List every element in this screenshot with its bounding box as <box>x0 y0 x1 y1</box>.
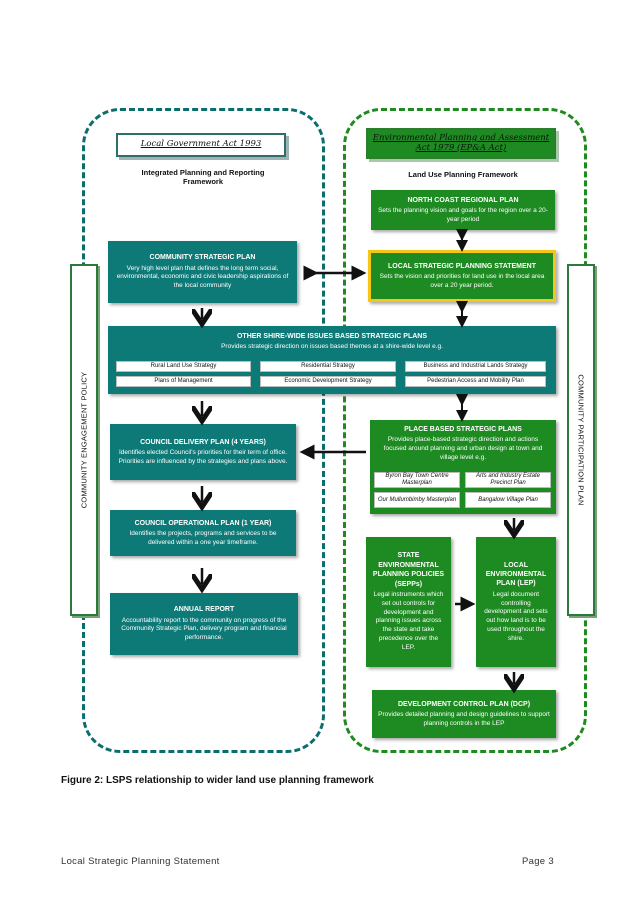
place-title: PLACE BASED STRATEGIC PLANS <box>404 426 522 433</box>
sepp-body: Legal instruments which set out controls… <box>373 591 444 651</box>
lsps-body: Sets the vision and priorities for land … <box>379 272 545 289</box>
shire-plan-item: Economic Development Strategy <box>260 376 396 387</box>
place-plan-item: Our Mullumbimby Masterplan <box>374 492 460 508</box>
shire-plan-item: Residential Strategy <box>260 361 396 372</box>
community-engagement-panel: COMMUNITY ENGAGEMENT POLICY <box>70 264 98 616</box>
epa-act-text: Environmental Planning and Assessment Ac… <box>372 132 550 153</box>
council-operational-plan-box: COUNCIL OPERATIONAL PLAN (1 YEAR) Identi… <box>110 510 296 556</box>
dcp-box: DEVELOPMENT CONTROL PLAN (DCP) Provides … <box>372 690 556 738</box>
community-participation-panel: COMMUNITY PARTICIPATION PLAN <box>567 264 595 616</box>
dcp-title: DEVELOPMENT CONTROL PLAN (DCP) <box>397 700 531 708</box>
figure-caption: Figure 2: LSPS relationship to wider lan… <box>61 775 374 786</box>
shire-plan-item: Plans of Management <box>116 376 251 387</box>
land-use-planning-label: Land Use Planning Framework <box>408 170 518 179</box>
dcp-body: Provides detailed planning and design gu… <box>378 710 550 727</box>
place-plan-item: Byron Bay Town Centre Masterplan <box>374 472 460 488</box>
operational-title: COUNCIL OPERATIONAL PLAN (1 YEAR) <box>134 519 272 527</box>
csp-title: COMMUNITY STRATEGIC PLAN <box>149 254 256 262</box>
annual-body: Accountability report to the community o… <box>121 616 287 642</box>
place-body: Provides place-based strategic direction… <box>383 436 543 461</box>
council-delivery-plan-box: COUNCIL DELIVERY PLAN (4 YEARS) Identifi… <box>110 424 296 480</box>
annual-report-box: ANNUAL REPORT Accountability report to t… <box>110 593 298 655</box>
shire-plan-item: Pedestrian Access and Mobility Plan <box>405 376 546 387</box>
community-strategic-plan-box: COMMUNITY STRATEGIC PLAN Very high level… <box>108 241 297 303</box>
delivery-title: COUNCIL DELIVERY PLAN (4 YEARS) <box>140 438 266 446</box>
sepp-title: STATE ENVIRONMENTAL PLANNING POLICIES (S… <box>372 552 445 588</box>
shire-plan-item: Rural Land Use Strategy <box>116 361 251 372</box>
operational-body: Identifies the projects, programs and se… <box>129 529 277 546</box>
ncrp-title: NORTH COAST REGIONAL PLAN <box>407 196 519 204</box>
north-coast-regional-plan-box: NORTH COAST REGIONAL PLAN Sets the plann… <box>371 190 555 230</box>
place-plan-item: Bangalow Village Plan <box>465 492 551 508</box>
local-government-act-text: Local Government Act 1993 <box>140 139 262 150</box>
lep-body: Legal document controlling development a… <box>484 590 548 642</box>
footer-document-title: Local Strategic Planning Statement <box>61 856 220 867</box>
integrated-planning-label: Integrated Planning and Reporting Framew… <box>141 168 265 187</box>
local-government-act-title: Local Government Act 1993 <box>116 133 286 157</box>
delivery-body: Identifies elected Council's priorities … <box>118 448 288 465</box>
annual-title: ANNUAL REPORT <box>173 606 235 614</box>
other-body: Provides strategic direction on issues b… <box>221 343 443 351</box>
shire-plan-item: Business and Industrial Lands Strategy <box>405 361 546 372</box>
lep-title: LOCAL ENVIRONMENTAL PLAN (LEP) <box>485 561 547 588</box>
csp-body: Very high level plan that defines the lo… <box>116 264 289 290</box>
lsps-title: LOCAL STRATEGIC PLANNING STATEMENT <box>387 262 537 270</box>
place-plan-item: Arts and Industry Estate Precinct Plan <box>465 472 551 488</box>
other-title: OTHER SHIRE-WIDE ISSUES BASED STRATEGIC … <box>236 333 428 340</box>
footer-page-number: Page 3 <box>522 856 554 867</box>
lep-box: LOCAL ENVIRONMENTAL PLAN (LEP) Legal doc… <box>476 537 556 667</box>
epa-act-title: Environmental Planning and Assessment Ac… <box>366 128 556 159</box>
ncrp-body: Sets the planning vision and goals for t… <box>378 206 548 223</box>
sepp-box: STATE ENVIRONMENTAL PLANNING POLICIES (S… <box>366 537 451 667</box>
